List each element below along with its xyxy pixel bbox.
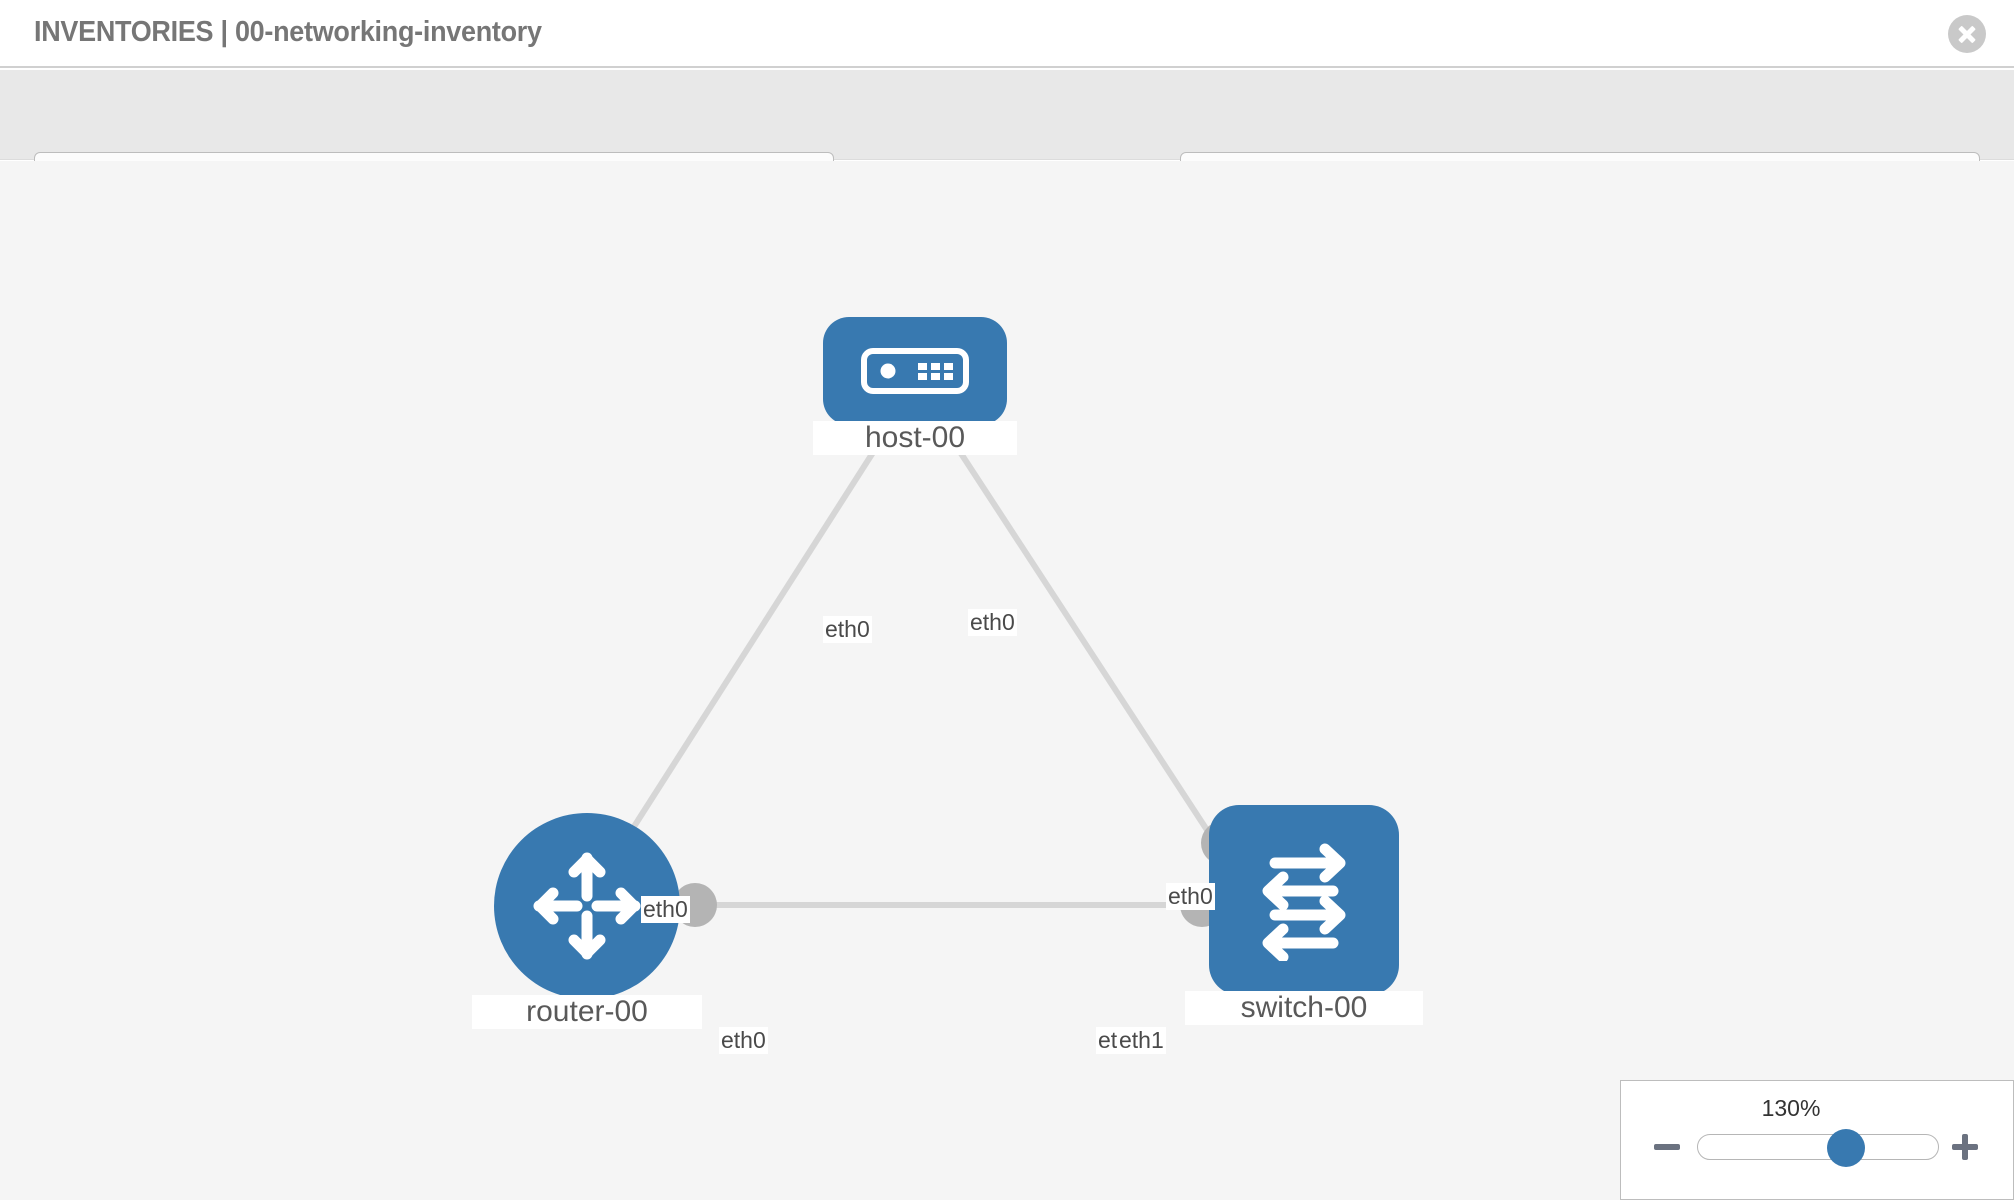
page-header: INVENTORIES | 00-networking-inventory xyxy=(0,0,2014,68)
node-router-00-shape[interactable] xyxy=(494,813,680,999)
edge-label: eth0 xyxy=(719,1027,768,1054)
close-icon[interactable] xyxy=(1948,15,1986,53)
node-switch-00-label: switch-00 xyxy=(1185,991,1423,1025)
router-arrows-icon xyxy=(533,852,641,960)
node-host-00-shape[interactable] xyxy=(823,317,1007,425)
switch-arrows-icon xyxy=(1262,843,1346,961)
edge-label: eth0 xyxy=(1166,883,1215,910)
minus-icon xyxy=(1654,1144,1680,1150)
node-host-00-label: host-00 xyxy=(813,421,1017,455)
topology-canvas[interactable]: host-00 router-00 xyxy=(0,161,2014,1200)
topology-edges xyxy=(609,427,1225,908)
node-router-00-label: router-00 xyxy=(472,995,702,1029)
zoom-in-button[interactable] xyxy=(1951,1133,1979,1161)
toolbar: ACTIONS SEARCH xyxy=(0,70,2014,204)
server-device-icon xyxy=(861,348,969,394)
node-host-00[interactable]: host-00 xyxy=(813,317,1017,455)
zoom-slider[interactable] xyxy=(1697,1129,1939,1167)
edge-label: eth0 xyxy=(823,616,872,643)
node-switch-00[interactable]: switch-00 xyxy=(1185,805,1423,1025)
edge-label: eth1 xyxy=(1117,1027,1166,1054)
edge-label: eth0 xyxy=(968,609,1017,636)
node-switch-00-shape[interactable] xyxy=(1209,805,1399,995)
node-router-00[interactable]: router-00 xyxy=(472,813,702,1029)
edge-label: eth0 xyxy=(641,896,690,923)
page-title: INVENTORIES | 00-networking-inventory xyxy=(34,16,542,48)
zoom-level-label: 130% xyxy=(1761,1095,1821,1121)
zoom-out-button[interactable] xyxy=(1653,1133,1681,1161)
zoom-slider-thumb[interactable] xyxy=(1826,1129,1865,1167)
plus-icon-v xyxy=(1962,1134,1968,1160)
zoom-panel: 130% xyxy=(1620,1080,2014,1200)
